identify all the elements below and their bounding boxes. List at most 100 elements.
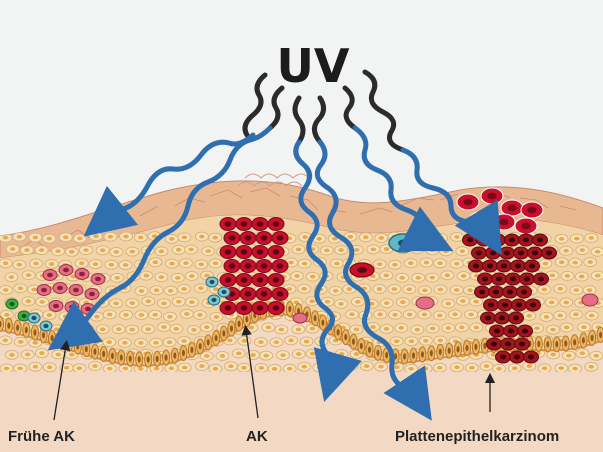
basal-cell-nucleus [215, 335, 218, 341]
scc-cell-nucleus [514, 354, 520, 359]
keratinocyte-nucleus [288, 261, 293, 265]
keratinocyte-nucleus [496, 367, 501, 371]
basal-cell-nucleus [68, 341, 71, 347]
scc-surface-cell-nucleus [487, 193, 496, 200]
ak-cell-nucleus [241, 221, 248, 226]
keratinocyte-nucleus [580, 351, 585, 355]
keratinocyte-nucleus [512, 366, 517, 370]
keratinocyte-nucleus [408, 261, 413, 265]
basal-cell-nucleus [546, 341, 549, 347]
scc-cell-nucleus [509, 237, 515, 242]
keratinocyte-nucleus [438, 288, 443, 292]
keratinocyte-nucleus [161, 302, 166, 306]
keratinocyte-nucleus [423, 367, 428, 371]
keratinocyte-nucleus [138, 236, 143, 240]
early-ak-cell-nucleus [95, 277, 101, 282]
basal-cell-nucleus [138, 356, 141, 362]
keratinocyte-nucleus [181, 287, 186, 291]
keratinocyte-nucleus [144, 274, 149, 278]
basal-cell-nucleus [7, 323, 10, 329]
keratinocyte-nucleus [559, 366, 564, 370]
keratinocyte-nucleus [220, 354, 225, 358]
keratinocyte-nucleus [438, 236, 443, 240]
basal-cell-nucleus [368, 347, 371, 353]
keratinocyte-nucleus [550, 353, 555, 357]
keratinocyte-nucleus [416, 276, 421, 280]
ak-cell-nucleus [261, 263, 268, 268]
keratinocyte-nucleus [130, 250, 135, 254]
basal-cell-nucleus [352, 339, 355, 345]
scc-cell-nucleus [528, 354, 534, 359]
keratinocyte-nucleus [473, 300, 478, 304]
scc-cell-nucleus [481, 237, 487, 242]
keratinocyte-nucleus [587, 260, 592, 264]
keratinocyte-nucleus [183, 261, 188, 265]
scc-cell-nucleus [487, 263, 493, 268]
keratinocyte-nucleus [227, 339, 232, 343]
keratinocyte-nucleus [559, 260, 564, 264]
keratinocyte-nucleus [454, 235, 459, 239]
scc-cell-nucleus [546, 250, 552, 255]
basal-cell-nucleus [483, 343, 486, 349]
label-scc: Plattenepithelkarzinom [395, 428, 559, 445]
keratinocyte-nucleus [49, 262, 54, 266]
keratinocyte-nucleus [589, 236, 594, 240]
scc-cell-nucleus [490, 250, 496, 255]
keratinocyte-nucleus [161, 325, 166, 329]
keratinocyte-nucleus [377, 262, 382, 266]
keratinocyte-nucleus [339, 352, 344, 356]
keratinocyte-nucleus [47, 313, 52, 317]
keratinocyte-nucleus [152, 313, 157, 317]
keratinocyte-nucleus [184, 312, 189, 316]
scc-cell-nucleus [505, 341, 511, 346]
keratinocyte-nucleus [204, 325, 209, 329]
keratinocyte-nucleus [280, 353, 285, 357]
basal-cell-nucleus [173, 352, 176, 358]
keratinocyte-nucleus [392, 263, 397, 267]
scc-surface-cell-nucleus [463, 199, 472, 206]
keratinocyte-nucleus [422, 289, 427, 293]
keratinocyte-nucleus [302, 235, 307, 239]
keratinocyte-nucleus [145, 327, 150, 331]
keratinocyte-nucleus [26, 299, 31, 303]
scc-cell-nucleus [529, 263, 535, 268]
keratinocyte-nucleus [566, 354, 571, 358]
basal-cell-nucleus [102, 351, 105, 357]
keratinocyte-nucleus [310, 327, 315, 331]
keratinocyte-nucleus [452, 312, 457, 316]
basal-cell-nucleus [190, 347, 193, 353]
keratinocyte-nucleus [454, 365, 459, 369]
early-ak-cell-nucleus [73, 288, 79, 293]
basal-cell-nucleus [165, 354, 168, 360]
keratinocyte-nucleus [527, 314, 532, 318]
basal-cell-nucleus [222, 330, 225, 336]
scc-cell-nucleus [508, 328, 514, 333]
keratinocyte-nucleus [558, 287, 563, 291]
keratinocyte-nucleus [296, 352, 301, 356]
basal-cell-nucleus [321, 319, 324, 325]
keratinocyte-nucleus [56, 353, 61, 357]
keratinocyte-nucleus [17, 366, 22, 370]
keratinocyte-nucleus [564, 326, 569, 330]
green-cell-nucleus [9, 302, 14, 306]
keratinocyte-nucleus [430, 327, 435, 331]
keratinocyte-nucleus [580, 248, 585, 252]
keratinocyte-nucleus [437, 314, 442, 318]
scc-cell-nucleus [493, 289, 499, 294]
keratinocyte-nucleus [213, 261, 218, 265]
ak-cell-nucleus [229, 263, 236, 268]
keratinocyte-nucleus [167, 340, 172, 344]
keratinocyte-nucleus [348, 235, 353, 239]
keratinocyte-nucleus [249, 326, 254, 330]
early-ak-cell-nucleus [69, 305, 75, 310]
keratinocyte-nucleus [114, 250, 119, 254]
keratinocyte-nucleus [384, 274, 389, 278]
keratinocyte-nucleus [263, 354, 268, 358]
keratinocyte-nucleus [468, 313, 473, 317]
keratinocyte-nucleus [138, 341, 143, 345]
keratinocyte-nucleus [199, 262, 204, 266]
basal-cell-nucleus [230, 325, 233, 331]
keratinocyte-nucleus [154, 288, 159, 292]
keratinocyte-nucleus [399, 276, 404, 280]
keratinocyte-nucleus [550, 328, 555, 332]
